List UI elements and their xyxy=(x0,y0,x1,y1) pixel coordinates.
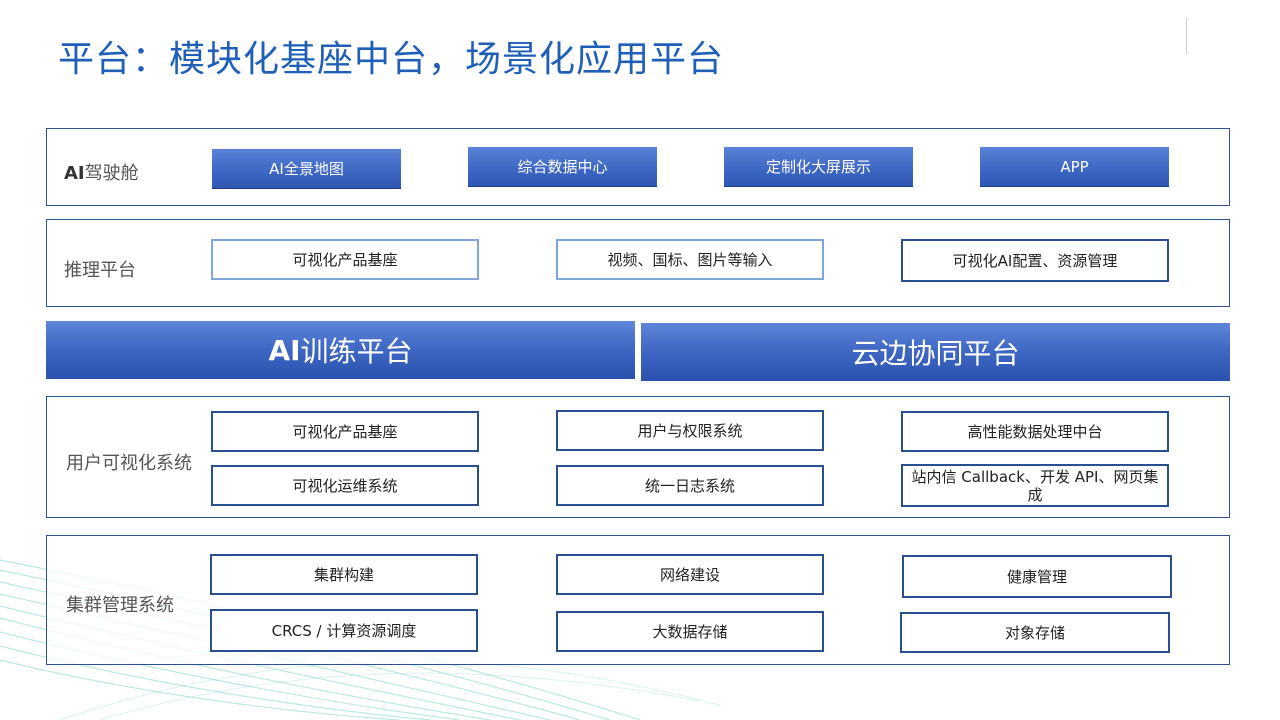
visual-base-box[interactable]: 可视化产品基座 xyxy=(211,239,479,280)
inference-label: 推理平台 xyxy=(64,260,136,281)
cluster-build-box[interactable]: 集群构建 xyxy=(210,554,478,595)
custom-screen-button[interactable]: 定制化大屏展示 xyxy=(724,147,913,187)
cluster-label: 集群管理系统 xyxy=(66,595,174,616)
big-data-storage-box[interactable]: 大数据存储 xyxy=(556,611,824,652)
cloud-edge-banner: 云边协同平台 xyxy=(641,323,1230,381)
app-button[interactable]: APP xyxy=(980,147,1169,187)
page-title: 平台：模块化基座中台，场景化应用平台 xyxy=(58,39,725,80)
user-vis-label: 用户可视化系统 xyxy=(66,453,192,474)
integration-box[interactable]: 站内信 Callback、开发 API、网页集成 xyxy=(901,464,1169,507)
visual-product-base-box[interactable]: 可视化产品基座 xyxy=(211,411,479,452)
data-center-button[interactable]: 综合数据中心 xyxy=(468,147,657,187)
resource-scheduling-box[interactable]: CRCS / 计算资源调度 xyxy=(210,609,478,652)
ai-panorama-map-button[interactable]: AI全景地图 xyxy=(212,149,401,189)
media-input-box[interactable]: 视频、国标、图片等输入 xyxy=(556,239,824,280)
network-build-box[interactable]: 网络建设 xyxy=(556,554,824,595)
object-storage-box[interactable]: 对象存储 xyxy=(900,612,1170,653)
log-system-box[interactable]: 统一日志系统 xyxy=(556,465,824,506)
user-permission-box[interactable]: 用户与权限系统 xyxy=(556,410,824,451)
ops-system-box[interactable]: 可视化运维系统 xyxy=(211,465,479,506)
divider xyxy=(1186,18,1187,54)
health-management-box[interactable]: 健康管理 xyxy=(902,555,1172,598)
data-processing-box[interactable]: 高性能数据处理中台 xyxy=(901,411,1169,452)
cockpit-label: AI驾驶舱 xyxy=(64,163,139,184)
ai-config-box[interactable]: 可视化AI配置、资源管理 xyxy=(901,239,1169,282)
